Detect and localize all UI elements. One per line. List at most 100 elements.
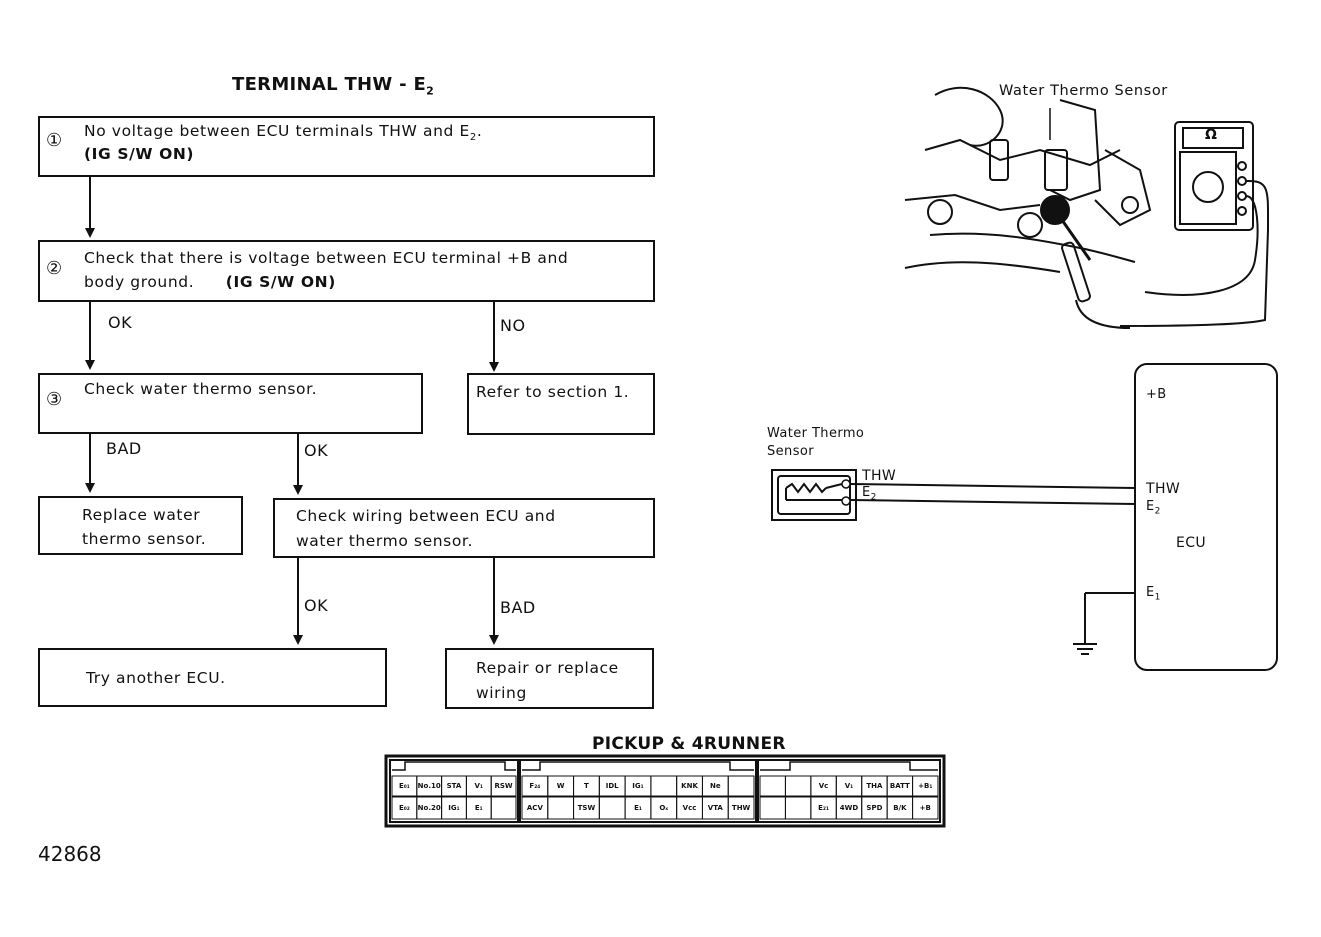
photo-label: Water Thermo Sensor xyxy=(999,83,1168,99)
refer-text: Refer to section 1. xyxy=(476,383,630,401)
step2-line2: body ground. (IG S/W ON) xyxy=(84,271,336,293)
connector-terminal-label: E₂₁ xyxy=(818,803,830,812)
ecu-name: ECU xyxy=(1176,535,1207,551)
connector-terminal-label: +B₁ xyxy=(918,781,933,790)
connector-terminal-label: B/K xyxy=(893,803,907,812)
replace-line1: Replace water xyxy=(82,506,201,524)
connector-cell xyxy=(912,775,939,797)
sensor-label2: Sensor xyxy=(767,444,814,459)
label-ok-1: OK xyxy=(108,313,133,332)
connector-terminal-label: V₁ xyxy=(844,781,854,790)
label-bad-1: BAD xyxy=(106,439,142,458)
step2-number: ② xyxy=(46,258,63,279)
connector-terminal-label: +B xyxy=(919,803,931,812)
connector-cells xyxy=(391,775,939,820)
connector-terminal-label: Vcc xyxy=(682,803,697,812)
replace-line2: thermo sensor. xyxy=(82,530,207,548)
repair-box xyxy=(445,648,654,709)
connector-cell xyxy=(490,796,517,820)
connector-terminal-label: IG₁ xyxy=(448,803,460,812)
step1-line1: No voltage between ECU terminals THW and… xyxy=(84,120,482,149)
label-ok-3: OK xyxy=(304,596,329,615)
refer-box xyxy=(467,373,655,435)
connector-cell xyxy=(727,796,755,820)
connector-terminal-label: Ne xyxy=(710,781,721,790)
replace-box xyxy=(38,496,243,555)
connector-terminal-label: TSW xyxy=(577,803,596,812)
connector-terminal-label: IDL xyxy=(605,781,619,790)
connector-cell xyxy=(912,796,939,820)
label-no: NO xyxy=(500,316,526,335)
step1-number: ① xyxy=(46,130,63,151)
connector-cell xyxy=(784,775,812,797)
step2-line2-text: body ground. xyxy=(84,273,195,291)
connector-title: PICKUP & 4RUNNER xyxy=(592,734,786,754)
wire-e2-text: E xyxy=(862,485,871,500)
connector-terminal-label: W xyxy=(556,781,565,790)
label-bad-2: BAD xyxy=(500,598,536,617)
step1-line2: (IG S/W ON) xyxy=(84,145,195,163)
step1-line1-sub: 2 xyxy=(469,132,477,144)
figure-id: 42868 xyxy=(38,842,102,866)
connector-terminal-label: 4WD xyxy=(839,803,859,812)
connector-cell xyxy=(784,796,812,820)
repair-line2: wiring xyxy=(476,684,527,702)
ecu-thw-label: THW xyxy=(1146,481,1181,497)
wire-thw-label: THW xyxy=(862,468,897,484)
ecu-e2-label: E2 xyxy=(1146,499,1161,517)
label-ok-2: OK xyxy=(304,441,329,460)
step1-box xyxy=(38,116,655,177)
connector-terminal-label: BATT xyxy=(889,781,910,790)
step3-line1: Check water thermo sensor. xyxy=(84,380,318,398)
check-wiring-line2: water thermo sensor. xyxy=(296,532,474,550)
step2-line2-bold: (IG S/W ON) xyxy=(225,273,336,291)
check-wiring-box xyxy=(273,498,655,558)
ecu-e1-sub: 1 xyxy=(1154,592,1161,603)
connector-terminal-label: F₂₄ xyxy=(529,781,541,790)
connector-terminal-label: E₁ xyxy=(634,803,642,812)
connector-terminal-label: STA xyxy=(446,781,462,790)
try-ecu-box xyxy=(38,648,387,707)
connector-cell xyxy=(650,775,678,797)
flow-title-text: TERMINAL THW - E xyxy=(232,74,427,95)
connector-terminal-label: IG₁ xyxy=(632,781,644,790)
connector-terminal-label: KNK xyxy=(681,781,698,790)
ecu-e2-sub: 2 xyxy=(1154,506,1161,517)
connector-cell xyxy=(727,775,755,797)
connector-terminal-label: No.20 xyxy=(417,803,441,812)
ecu-b-label: +B xyxy=(1146,387,1167,402)
connector-terminal-label: THA xyxy=(866,781,883,790)
check-wiring-line1: Check wiring between ECU and xyxy=(296,507,556,525)
engine-sensor-illustration xyxy=(904,86,1270,329)
ecu-e1-label: E1 xyxy=(1146,585,1161,603)
step3-box xyxy=(38,373,423,434)
connector-terminal-label: VTA xyxy=(707,803,723,812)
connector-cell xyxy=(759,775,786,797)
flow-title-sub: 2 xyxy=(426,84,435,98)
connector-terminal-label: Vc xyxy=(818,781,829,790)
connector-cell xyxy=(547,796,575,820)
ecu-connector-drawing xyxy=(384,754,946,828)
connector-terminal-label: THW xyxy=(731,803,751,812)
connector-terminal-label: E₀₂ xyxy=(398,803,410,812)
step1-line1-end: . xyxy=(476,122,483,140)
connector-terminal-label: RSW xyxy=(494,781,513,790)
connector-cell xyxy=(490,775,517,797)
connector-cell xyxy=(759,796,786,820)
connector-terminal-label: ACV xyxy=(526,803,543,812)
ecu-e2-text: E xyxy=(1146,499,1155,514)
flow-title: TERMINAL THW - E2 xyxy=(232,74,434,98)
step3-number: ③ xyxy=(46,389,63,410)
wire-e2-sub: 2 xyxy=(870,492,877,503)
step2-line1: Check that there is voltage between ECU … xyxy=(84,249,569,267)
connector-terminal-label: V₁ xyxy=(474,781,484,790)
connector-terminal-label: No.10 xyxy=(417,781,441,790)
connector-terminal-label: E₁ xyxy=(474,803,483,812)
connector-terminal-label: SPD xyxy=(866,803,883,812)
connector-cell xyxy=(598,796,626,820)
step1-line1-text: No voltage between ECU terminals THW and… xyxy=(84,122,470,140)
connector-terminal-label: Oₓ xyxy=(659,803,669,812)
wire-e2-label: E2 xyxy=(862,485,877,503)
